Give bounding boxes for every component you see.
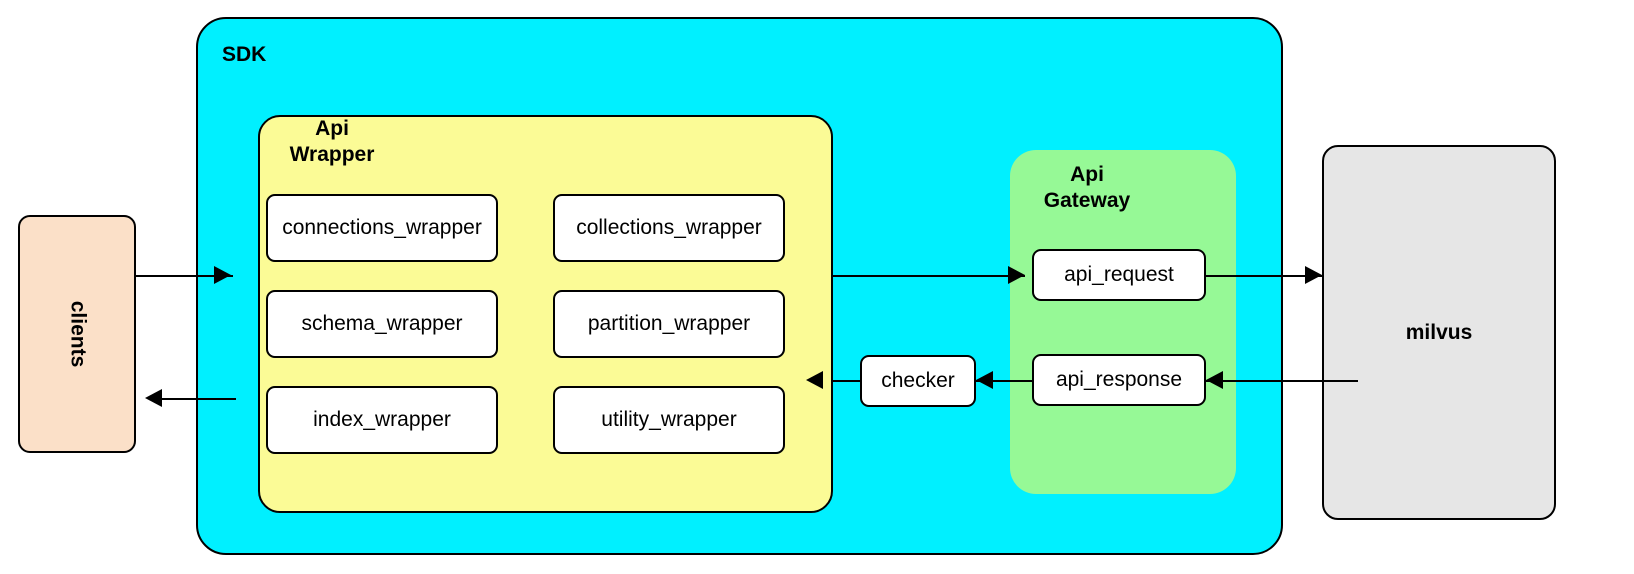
node-checker[interactable]: checker: [860, 355, 976, 407]
node-label: api_response: [1055, 367, 1183, 391]
module-connections-wrapper[interactable]: connections_wrapper: [266, 194, 498, 262]
node-api-request[interactable]: api_request: [1032, 249, 1206, 301]
module-label: connections_wrapper: [282, 215, 482, 239]
module-label: utility_wrapper: [601, 407, 737, 431]
api-wrapper-label: Api Wrapper: [289, 117, 375, 166]
connector-wrapper-to-gateway-arrowhead: [1008, 266, 1025, 284]
connector-milvus-to-response-line: [1206, 380, 1358, 382]
node-api-response[interactable]: api_response: [1032, 354, 1206, 406]
api-gateway-label: Api Gateway: [1043, 163, 1131, 212]
connector-wrapper-to-gateway-line: [833, 275, 1025, 277]
connector-request-to-milvus-line: [1206, 275, 1324, 277]
module-label: collections_wrapper: [576, 215, 762, 239]
module-partition-wrapper[interactable]: partition_wrapper: [553, 290, 785, 358]
connector-wrapper-to-clients-line: [162, 398, 236, 400]
module-utility-wrapper[interactable]: utility_wrapper: [553, 386, 785, 454]
connector-request-to-milvus-arrowhead: [1305, 266, 1322, 284]
module-index-wrapper[interactable]: index_wrapper: [266, 386, 498, 454]
module-schema-wrapper[interactable]: schema_wrapper: [266, 290, 498, 358]
node-label: api_request: [1064, 262, 1174, 286]
sdk-label: SDK: [222, 43, 267, 66]
module-collections-wrapper[interactable]: collections_wrapper: [553, 194, 785, 262]
module-label: index_wrapper: [313, 407, 451, 431]
connector-clients-to-sdk-arrowhead: [214, 266, 231, 284]
node-label: checker: [881, 368, 955, 392]
connector-checker-to-wrapper-arrowhead: [806, 371, 823, 389]
clients-label: clients: [66, 300, 89, 368]
connector-clients-to-sdk-line: [135, 275, 233, 277]
module-label: partition_wrapper: [587, 311, 751, 335]
api-gateway-container[interactable]: [1010, 150, 1236, 494]
milvus-node[interactable]: milvus: [1322, 145, 1556, 520]
connector-response-to-checker-line: [976, 380, 1032, 382]
clients-node[interactable]: clients: [18, 215, 136, 453]
milvus-label: milvus: [1405, 320, 1473, 344]
connector-wrapper-to-clients-arrowhead: [145, 389, 162, 407]
module-label: schema_wrapper: [301, 311, 463, 335]
connector-milvus-to-response-arrowhead: [1206, 371, 1223, 389]
connector-checker-to-wrapper-line: [833, 380, 860, 382]
connector-response-to-checker-arrowhead: [976, 371, 993, 389]
